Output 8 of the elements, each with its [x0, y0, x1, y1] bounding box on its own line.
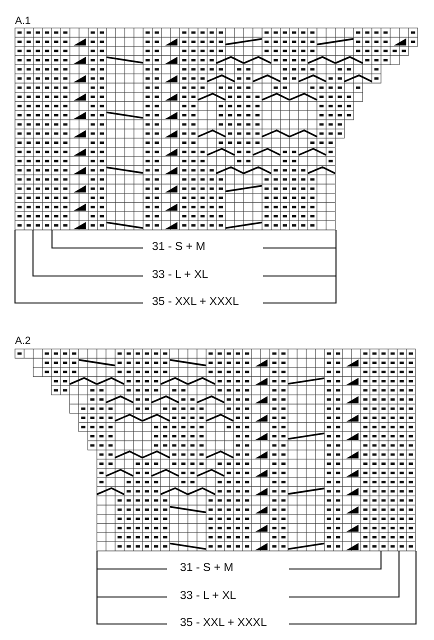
size-label: 33 - L + XL [180, 590, 236, 602]
size-label: 31 - S + M [180, 562, 234, 574]
size-label: 33 - L + XL [152, 270, 208, 282]
chart-title: A.1 [15, 16, 31, 26]
size-label: 35 - XXL + XXXL [180, 618, 267, 630]
chart-title: A.2 [15, 336, 31, 346]
size-label: 35 - XXL + XXXL [152, 296, 239, 308]
size-label: 31 - S + M [152, 242, 206, 254]
